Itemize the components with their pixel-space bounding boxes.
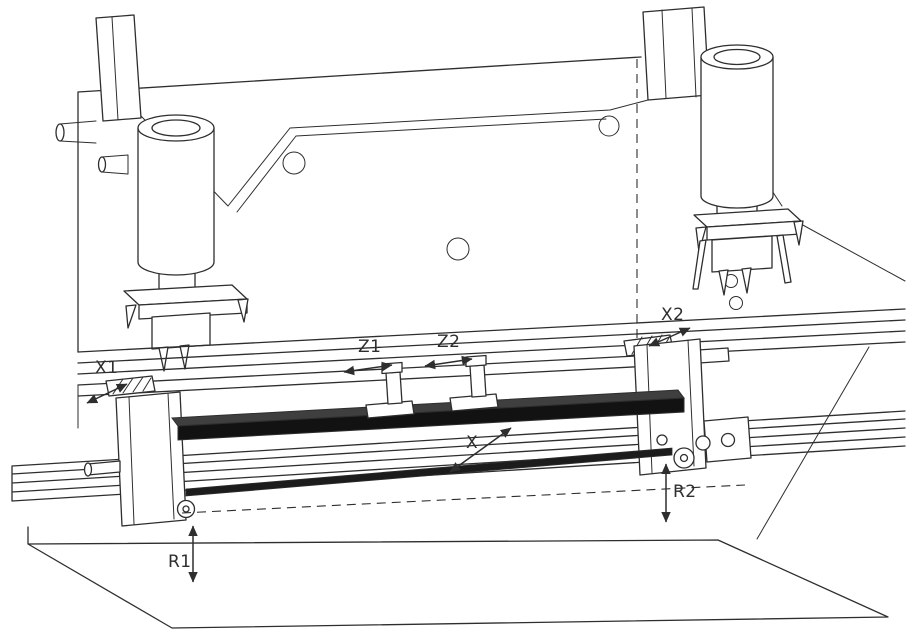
pin-body	[59, 120, 97, 144]
machine-base	[27, 526, 889, 629]
left-hydraulic-cylinder	[123, 114, 249, 372]
x2-axis-label: X2	[661, 305, 684, 325]
centerline-dashed	[181, 484, 746, 514]
bracket-rollers	[176, 434, 711, 519]
r1-roller-hub	[182, 505, 190, 513]
adjust-rod	[87, 460, 121, 476]
carriage-riser	[469, 364, 487, 398]
x-axis-arrow	[449, 427, 512, 473]
plate-notch-edges	[140, 99, 649, 213]
base-outline	[27, 526, 889, 629]
hole	[598, 115, 620, 137]
right-frame-column	[642, 6, 710, 101]
drive-pulley	[720, 432, 736, 448]
pin-cap	[97, 156, 107, 173]
hole	[729, 296, 743, 310]
clamp-prong	[741, 267, 752, 294]
x1-axis-label: X1	[95, 358, 118, 378]
clamp-side-finger	[776, 234, 792, 284]
hole	[446, 237, 470, 261]
mount-wedge	[695, 226, 707, 253]
bracket-plate	[115, 391, 187, 527]
mount-wedge	[237, 298, 249, 323]
column-face	[642, 6, 710, 101]
clamp-side-finger	[692, 239, 707, 290]
bracket-inner-lines	[128, 392, 175, 525]
clamp-prong	[718, 269, 729, 296]
left-frame-column	[95, 14, 142, 122]
finger-carriage-z2	[449, 354, 499, 412]
plate-outline	[77, 56, 642, 353]
idler-roller	[695, 435, 711, 451]
mount-plate-front	[138, 298, 248, 320]
column-inner-line	[111, 16, 119, 121]
z1-axis-label: Z1	[358, 337, 381, 357]
tool-clamp	[151, 312, 211, 350]
upper-rail	[77, 308, 906, 429]
cylinder-body	[700, 57, 774, 209]
x-axis-label: X	[466, 433, 478, 453]
r2-roller-hub	[679, 453, 689, 463]
r2-axis-label: R2	[673, 482, 697, 502]
z2-axis-arrow	[424, 355, 473, 370]
right-hydraulic-cylinder	[692, 44, 804, 296]
pin-cap	[55, 123, 65, 142]
adjust-rod-cap	[83, 462, 93, 477]
carriage-cap	[465, 354, 487, 368]
z1-axis-arrow	[343, 361, 393, 376]
column-inner-line	[661, 7, 697, 99]
cylinder-bore	[151, 119, 201, 137]
beam-front-face	[177, 397, 685, 441]
cylinder-bore	[713, 48, 761, 66]
rail-joint-block	[697, 347, 730, 364]
cylinder-body	[137, 128, 215, 276]
backgauge-beam	[171, 389, 685, 441]
finger-carriage-z1	[365, 361, 415, 419]
mount-wedge	[125, 304, 137, 329]
carriage-riser	[385, 371, 403, 405]
pin-body	[101, 154, 129, 175]
left-side-pins	[55, 120, 129, 175]
x2-axis-arrow	[648, 327, 691, 347]
carriage-cap	[381, 361, 403, 375]
x1-axis-arrow	[86, 383, 128, 404]
mount-wedge	[793, 220, 804, 246]
gauge-bar	[185, 447, 673, 497]
idler-roller	[656, 434, 668, 446]
plate-holes	[282, 115, 743, 310]
z2-axis-label: Z2	[437, 332, 460, 352]
rail-lines	[77, 308, 906, 397]
backgauge-left-bracket	[83, 375, 187, 527]
hole	[282, 151, 306, 175]
r1-axis-label: R1	[168, 552, 192, 572]
column-face	[95, 14, 142, 122]
tool-clamp	[711, 235, 773, 273]
axis-annotations: X1 Z1 Z2 X2 X R1 R2	[86, 305, 697, 583]
